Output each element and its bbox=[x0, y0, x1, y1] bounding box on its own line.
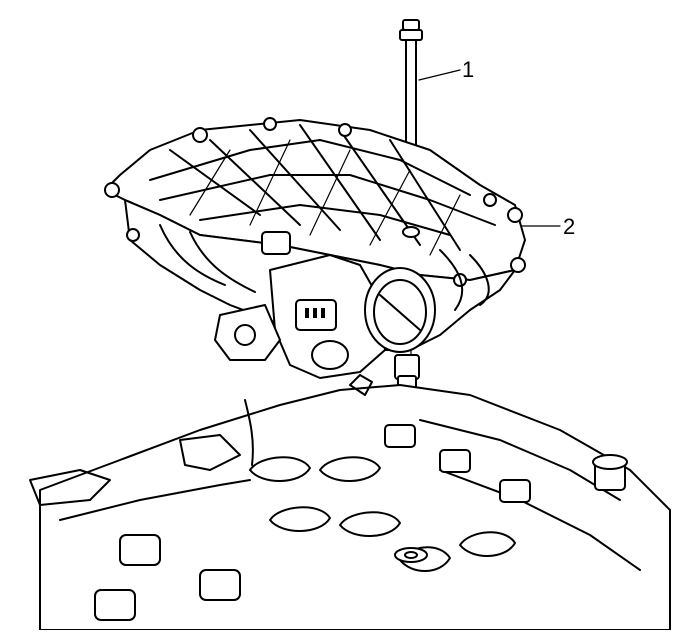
callout-label-2: 2 bbox=[563, 214, 576, 239]
leader-line-1 bbox=[418, 69, 461, 81]
bolt bbox=[399, 19, 423, 161]
engine-block bbox=[29, 374, 671, 631]
throttle-body bbox=[214, 231, 436, 391]
callout-label-1: 1 bbox=[462, 57, 475, 82]
